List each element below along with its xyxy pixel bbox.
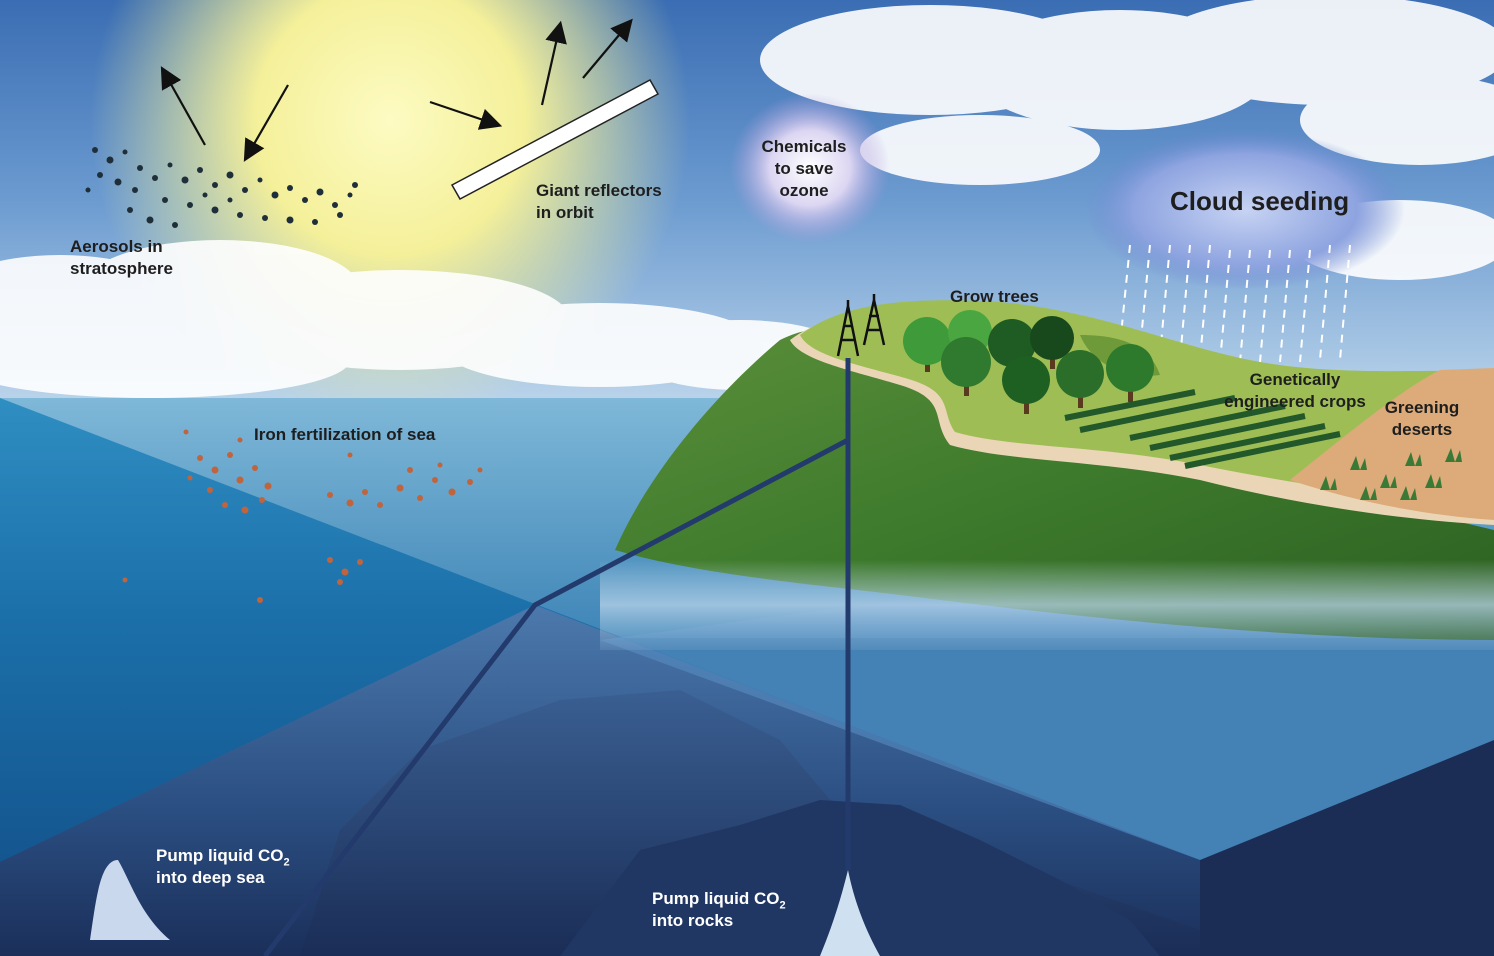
drilling-rigs: [836, 294, 886, 357]
chemicals-label: Chemicals to save ozone: [752, 136, 856, 202]
pump-deep-sea-label-line2: into deep sea: [156, 868, 265, 887]
reflectors-label-line1: Giant reflectors: [536, 181, 662, 200]
crops-label-line2: engineered crops: [1224, 392, 1366, 411]
orbital-reflector: [450, 78, 660, 201]
pump-deep-sea-label-line1: Pump liquid CO2: [156, 845, 290, 869]
chemicals-label-line1: Chemicals: [761, 137, 847, 156]
ozone-chemicals-glow: [730, 93, 890, 243]
cloud-seeding-label: Cloud seeding: [1170, 186, 1350, 216]
pump-rocks-label: Pump liquid CO2 into rocks: [652, 888, 786, 932]
sea-mist: [600, 560, 1494, 650]
aerosol-particles: [85, 147, 358, 228]
desert: [1290, 368, 1494, 520]
iron-particles: [122, 429, 483, 603]
pump-rocks-co-text: Pump liquid CO: [652, 889, 780, 908]
crop-rows: [1064, 389, 1341, 469]
reflectors-label: Giant reflectors in orbit: [536, 180, 662, 224]
crops-label-line1: Genetically: [1249, 370, 1341, 389]
rain-streaks: [1119, 244, 1351, 363]
grow-trees-label: Grow trees: [950, 287, 1039, 306]
pump-rocks-label-line1: Pump liquid CO2: [652, 888, 786, 912]
deserts-label-line2: deserts: [1391, 420, 1453, 439]
seeding-cloud: [1085, 130, 1405, 290]
trees: [903, 310, 1154, 414]
aerosols-label: Aerosols in stratosphere: [70, 236, 173, 280]
iron-fertilization-label: Iron fertilization of sea: [254, 425, 436, 444]
aerosols-label-line2: stratosphere: [70, 259, 173, 278]
pump-deep-sea-subscript: 2: [283, 856, 290, 869]
deep-sea-co2-pool: [90, 860, 170, 940]
section-side-face: [1200, 740, 1494, 956]
underwater-shelf: [600, 600, 1494, 860]
chemicals-label-line2: to save: [774, 159, 834, 178]
deserts-label-line1: Greening: [1384, 398, 1460, 417]
pump-rocks-subscript: 2: [779, 899, 786, 912]
reflectors-label-line2: in orbit: [536, 203, 594, 222]
sunlight-arrows: [160, 18, 633, 162]
desert-plants: [1320, 448, 1462, 500]
pump-deep-sea-label: Pump liquid CO2 into deep sea: [156, 845, 290, 889]
deep-sea-pipe: [263, 437, 850, 956]
pump-deep-sea-co-text: Pump liquid CO: [156, 846, 284, 865]
deserts-label: Greening deserts: [1382, 397, 1462, 441]
aerosols-label-line1: Aerosols in: [70, 237, 163, 256]
deep-rock-layer: [560, 800, 1160, 956]
pump-rocks-label-line2: into rocks: [652, 911, 734, 930]
chemicals-label-line3: ozone: [779, 181, 829, 200]
crops-label: Genetically engineered crops: [1210, 369, 1380, 413]
rock-co2-pool: [820, 870, 880, 956]
